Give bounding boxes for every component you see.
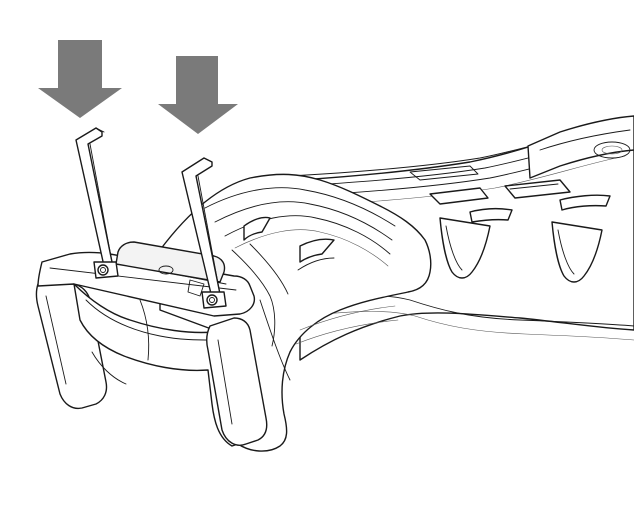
push-arrow-left (38, 40, 122, 118)
push-arrow-right (158, 56, 238, 134)
screw-hole (158, 265, 174, 275)
front-end-piece (35, 241, 268, 447)
rear-housing (289, 115, 634, 361)
clip-left (75, 127, 119, 279)
screw-head-left (97, 264, 109, 276)
clip-right (181, 157, 227, 309)
screw-head-right (206, 294, 218, 306)
